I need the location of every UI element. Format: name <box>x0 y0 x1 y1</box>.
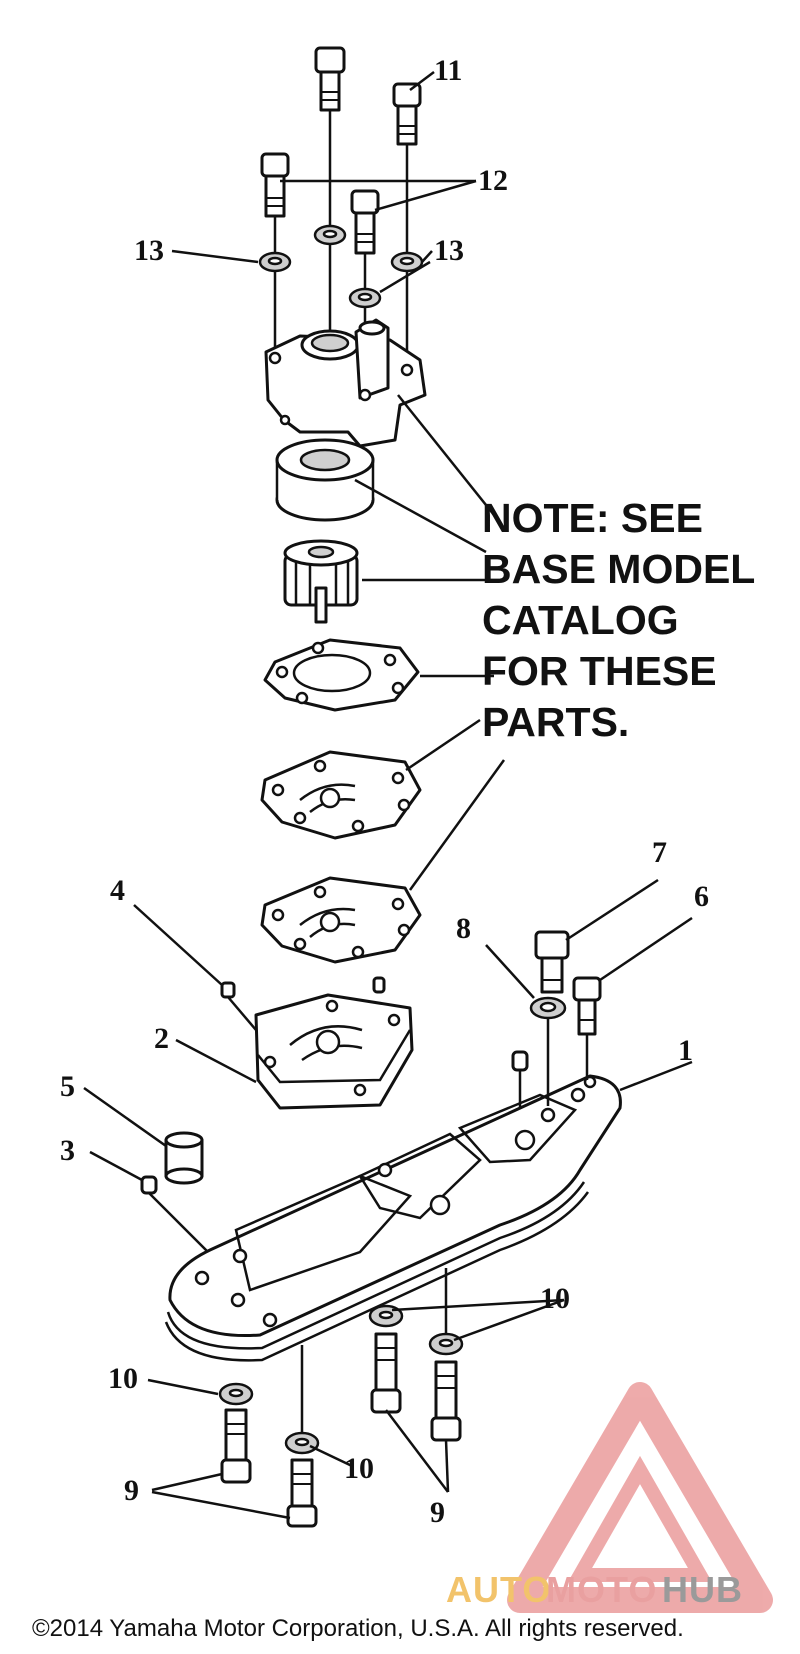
watermark-logo <box>507 1382 773 1613</box>
dowel-on-base <box>511 1050 529 1108</box>
part-5-collar <box>164 1131 204 1185</box>
callout-2: 2 <box>154 1022 169 1055</box>
callout-9-right: 9 <box>430 1496 445 1529</box>
bolt-9-a <box>220 1408 252 1484</box>
bolt-12-right <box>350 189 380 290</box>
callout-5: 5 <box>60 1070 75 1103</box>
callout-13-left: 13 <box>134 234 164 267</box>
watermark-hub: HUB <box>662 1569 743 1610</box>
bolt-7 <box>534 930 570 994</box>
part-2-plate-block <box>254 993 414 1110</box>
washer-13-b <box>258 251 292 273</box>
inner-plate <box>260 876 422 964</box>
callout-9-left: 9 <box>124 1474 139 1507</box>
callout-6: 6 <box>694 880 709 913</box>
note-line-3: CATALOG <box>482 597 679 643</box>
watermark-auto: AUTO <box>446 1569 551 1610</box>
callout-10-right: 10 <box>540 1282 570 1315</box>
callout-10-left: 10 <box>108 1362 138 1395</box>
bolt-9-d <box>430 1360 462 1442</box>
callout-1: 1 <box>678 1034 693 1067</box>
pump-housing <box>264 318 427 448</box>
bolt-9-b <box>286 1458 318 1528</box>
note-line-2: BASE MODEL <box>482 546 755 592</box>
washer-10-a <box>218 1382 254 1406</box>
callout-4: 4 <box>110 874 125 907</box>
note-line-1: NOTE: SEE <box>482 495 703 541</box>
part-1-base-plate <box>164 1074 622 1362</box>
washer-10-b <box>284 1345 320 1455</box>
pin-4 <box>220 981 257 1031</box>
bolt-12-left <box>260 152 290 255</box>
washer-8 <box>529 996 567 1106</box>
bolt-11-left <box>314 46 346 228</box>
callout-13-right: 13 <box>434 234 464 267</box>
callout-numbers: 11 12 13 13 13 4 8 7 6 2 1 5 3 10 10 10 … <box>60 54 709 1529</box>
watermark-text: AUTO MOTO HUB <box>446 1569 743 1610</box>
callout-3: 3 <box>60 1134 75 1167</box>
leader-lines <box>83 71 693 1520</box>
bolt-6 <box>572 976 602 1080</box>
watermark-moto: MOTO <box>546 1569 657 1610</box>
note-line-5: PARTS. <box>482 699 629 745</box>
washer-13-a <box>313 224 347 246</box>
callout-10-mid: 10 <box>344 1452 374 1485</box>
note-block: NOTE: SEE BASE MODEL CATALOG FOR THESE P… <box>482 495 755 745</box>
washer-13-d <box>348 287 382 309</box>
outer-plate <box>260 750 422 840</box>
gasket <box>263 638 420 712</box>
pump-liner <box>275 438 375 522</box>
callout-12: 12 <box>478 164 508 197</box>
bolt-9-c <box>370 1332 402 1414</box>
pin-4-right <box>372 976 386 994</box>
bolt-11-right <box>392 82 422 255</box>
impeller <box>283 539 359 624</box>
callout-11: 11 <box>434 54 462 87</box>
copyright-footer: ©2014 Yamaha Motor Corporation, U.S.A. A… <box>32 1615 684 1642</box>
callout-8: 8 <box>456 912 471 945</box>
note-line-4: FOR THESE <box>482 648 717 694</box>
callout-7: 7 <box>652 836 667 869</box>
